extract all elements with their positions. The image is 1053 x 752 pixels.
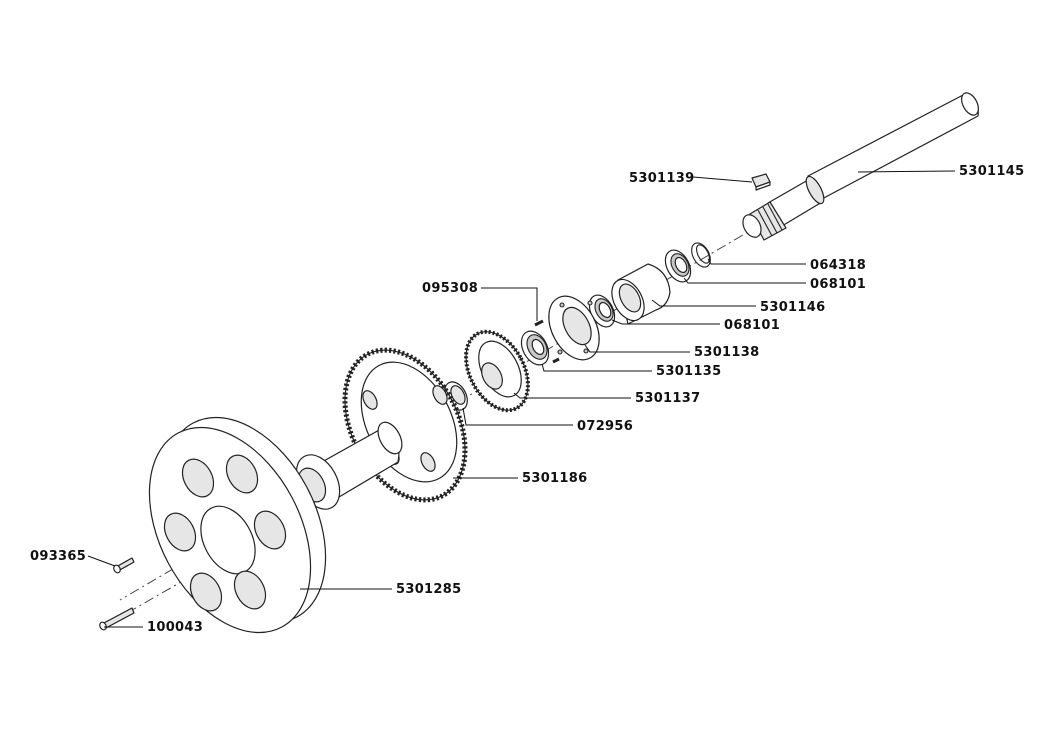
label-5301285: 5301285 — [396, 582, 461, 597]
label-5301139: 5301139 — [629, 171, 694, 186]
label-5301145: 5301145 — [959, 164, 1024, 179]
pin-095308 — [534, 319, 560, 364]
label-068101-b: 068101 — [724, 318, 780, 333]
retaining-ring-064318 — [691, 242, 711, 268]
key-5301139 — [751, 173, 771, 191]
leader-068101-a — [683, 277, 806, 284]
leader-095308 — [481, 287, 538, 321]
label-072956: 072956 — [577, 419, 633, 434]
label-5301137: 5301137 — [635, 391, 700, 406]
carrier-5301285 — [148, 416, 327, 634]
label-5301146: 5301146 — [760, 300, 825, 315]
leader-5301135 — [541, 363, 652, 372]
screw-093365 — [113, 557, 135, 574]
leader-093365 — [87, 555, 116, 567]
gear-5301137 — [464, 329, 530, 413]
leader-5301138 — [584, 344, 690, 353]
part-labels: 5301139 5301145 064318 095308 068101 530… — [30, 164, 1024, 635]
label-5301186: 5301186 — [522, 471, 587, 486]
leader-5301146 — [651, 299, 756, 307]
label-093365: 093365 — [30, 549, 86, 564]
bearing-5301135 — [520, 330, 550, 366]
leader-064318 — [707, 258, 806, 265]
label-5301138: 5301138 — [694, 345, 759, 360]
label-068101-a: 068101 — [810, 277, 866, 292]
flange-5301138 — [548, 295, 600, 361]
leader-068101-b — [611, 319, 720, 325]
bolt-100043 — [99, 607, 135, 631]
bearing-068101-lower — [588, 294, 616, 328]
label-064318: 064318 — [810, 258, 866, 273]
label-100043: 100043 — [147, 620, 203, 635]
label-5301135: 5301135 — [656, 364, 721, 379]
sleeve-5301146 — [611, 263, 671, 325]
shaft-5301145 — [742, 92, 979, 241]
leader-5301145 — [857, 170, 956, 173]
leader-5301137 — [513, 392, 631, 399]
gear-shaft-5301186 — [295, 347, 468, 510]
leader-5301139 — [692, 176, 753, 183]
label-095308: 095308 — [422, 281, 478, 296]
leader-lines — [87, 170, 956, 628]
leader-072956 — [462, 407, 573, 426]
